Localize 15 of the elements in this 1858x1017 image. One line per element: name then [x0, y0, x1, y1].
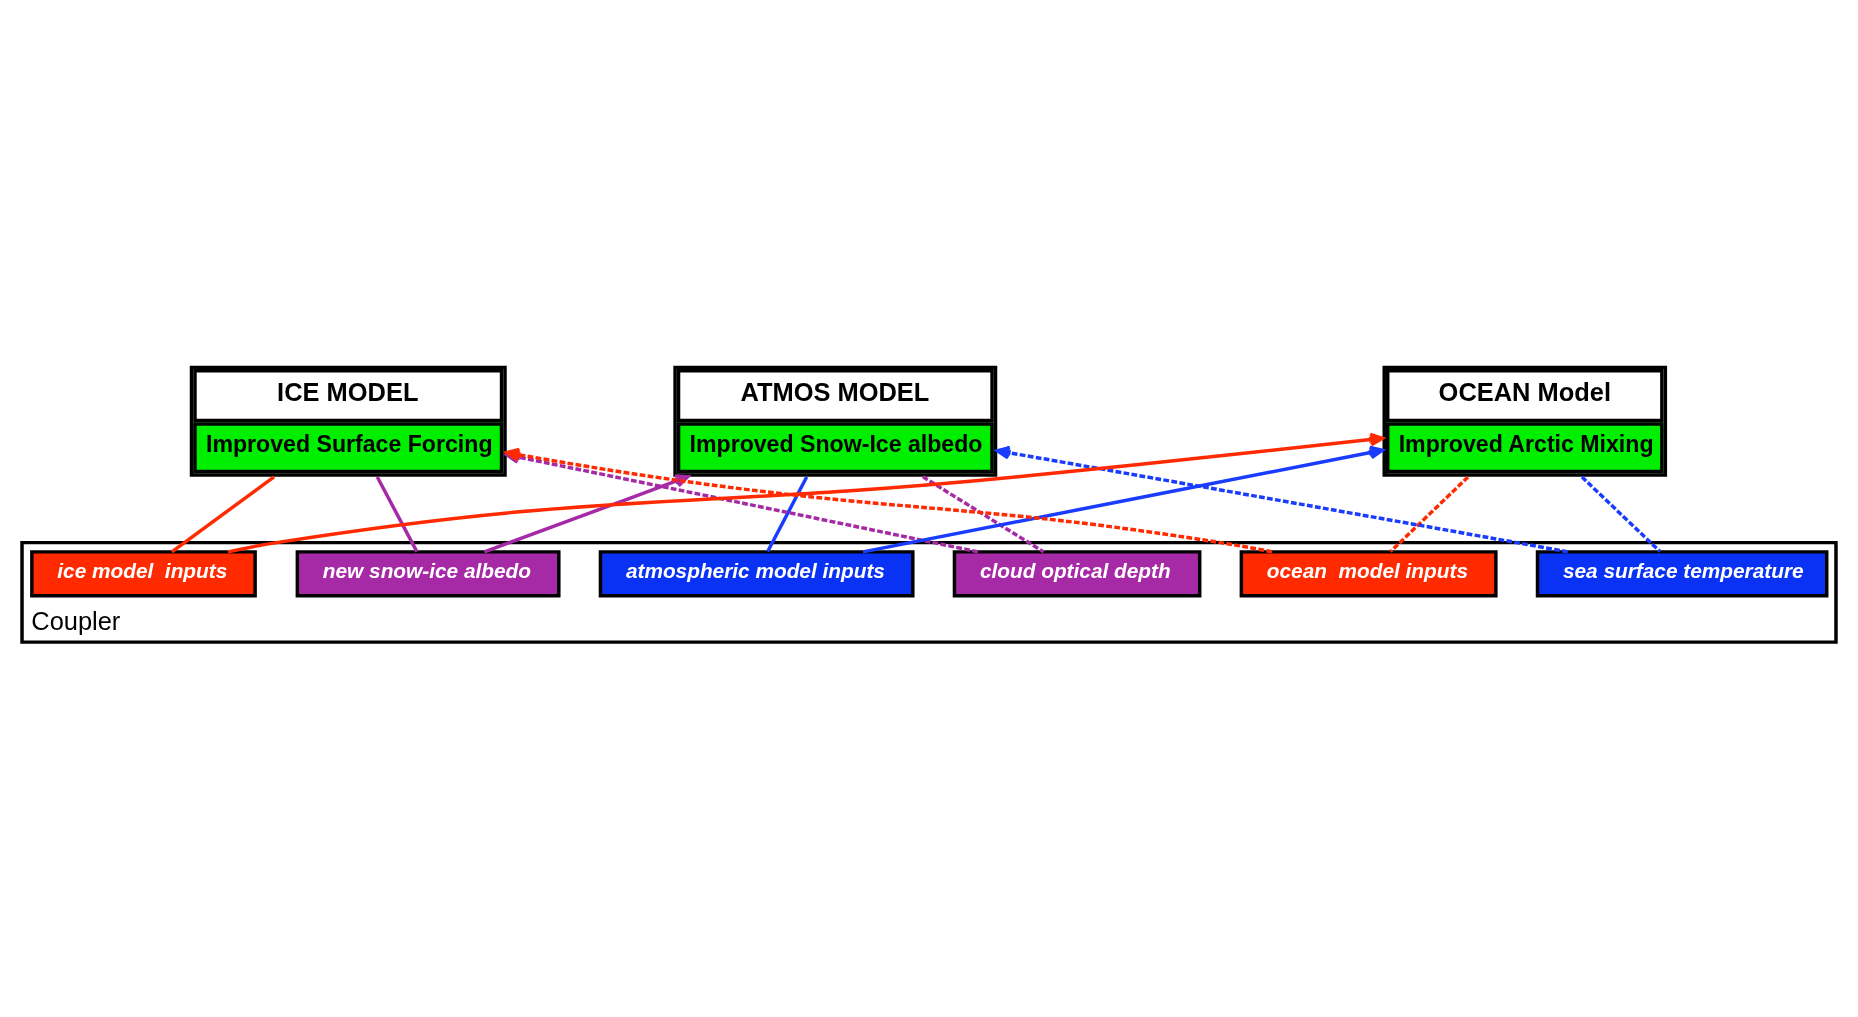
arrow: [862, 445, 1384, 554]
connector: [766, 476, 809, 553]
node-box: new snow-ice albedo: [295, 550, 561, 598]
node-box: ocean model inputs: [1239, 550, 1498, 598]
node-box: cloud optical depth: [952, 550, 1202, 598]
connector: [1389, 475, 1470, 553]
node-box: ice model inputs: [30, 550, 257, 598]
connector: [922, 475, 1045, 554]
node-box: sea surface temperature: [1535, 550, 1829, 598]
connector: [170, 475, 276, 554]
connector: [375, 476, 419, 553]
arrow: [227, 432, 1385, 554]
arrow: [995, 445, 1569, 554]
connector: [1580, 475, 1662, 553]
node-box: atmospheric model inputs: [598, 550, 915, 598]
